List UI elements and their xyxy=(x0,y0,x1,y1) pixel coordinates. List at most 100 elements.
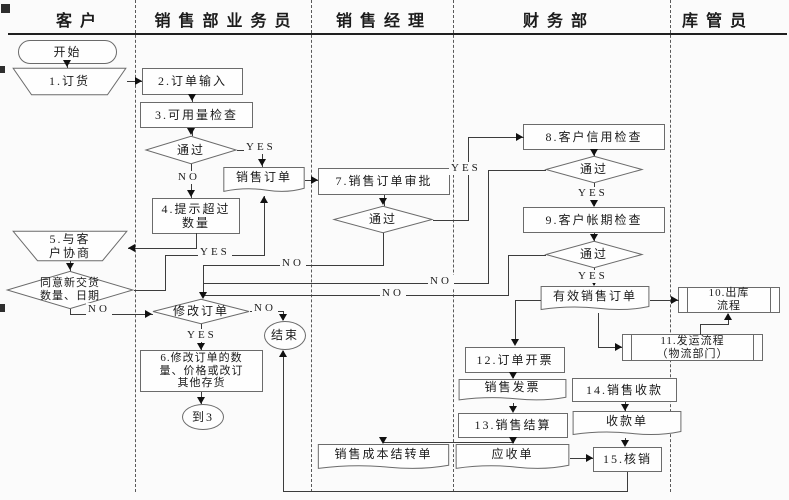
arrowhead xyxy=(197,397,205,404)
node-valid-order-doc: 有效销售订单 xyxy=(540,286,650,313)
scan-artifact xyxy=(0,66,5,73)
node-approval: 7.销售订单审批 xyxy=(318,168,450,195)
edge-label-no: NO xyxy=(380,287,406,300)
flow-line xyxy=(508,255,546,256)
node-receipt-doc: 收款单 xyxy=(572,411,682,438)
edge-label-yes: YES xyxy=(449,162,483,175)
edge-label-yes: YES xyxy=(244,141,278,154)
node-sales-order-doc: 销售订单 xyxy=(223,167,305,195)
node-ar-doc: 应收单 xyxy=(455,444,570,472)
diamond-shape xyxy=(545,156,643,183)
edge-label-yes: YES xyxy=(576,270,610,283)
node-modify-detail: 6.修改订单的数 量、价格或改订 其他存货 xyxy=(140,350,263,392)
arrowhead xyxy=(197,343,205,350)
node-over-qty: 4.提示超过 数量 xyxy=(152,198,240,234)
document-shape xyxy=(455,444,570,472)
flow-line xyxy=(433,220,469,221)
flow-line xyxy=(165,255,166,291)
trapezoid-shape xyxy=(12,231,128,261)
lane-header-finance: 财务部 xyxy=(522,13,595,30)
edge-label-yes: YES xyxy=(576,187,610,200)
flow-line xyxy=(700,324,729,325)
arrowhead xyxy=(379,198,387,205)
node-order-entry: 2.订单输入 xyxy=(142,68,243,95)
node-settlement: 13.销售结算 xyxy=(458,413,568,438)
arrowhead xyxy=(621,440,629,447)
node-order: 1.订货 xyxy=(12,68,127,95)
arrowhead xyxy=(590,234,598,241)
lane-header-customer: 客户 xyxy=(55,13,104,30)
arrowhead xyxy=(379,437,387,444)
arrowhead xyxy=(509,372,517,379)
flow-line xyxy=(264,196,265,256)
lane-header-sales-clerk: 销售部业务员 xyxy=(154,13,299,30)
edge-label-yes: YES xyxy=(185,329,219,342)
document-shape xyxy=(317,444,450,472)
diamond-shape xyxy=(545,241,643,268)
arrowhead xyxy=(128,244,135,252)
flow-line xyxy=(650,300,679,301)
flow-line xyxy=(627,472,628,491)
lane-divider xyxy=(453,0,454,492)
flow-line xyxy=(70,309,71,315)
flow-line xyxy=(598,313,599,347)
flow-line xyxy=(196,233,197,248)
arrowhead xyxy=(615,343,622,351)
node-negotiate: 5.与客 户协商 xyxy=(12,231,128,261)
lane-divider xyxy=(311,0,312,492)
arrowhead xyxy=(187,128,195,135)
document-shape xyxy=(223,167,305,195)
node-cost-doc: 销售成本结转单 xyxy=(317,444,450,472)
arrowhead xyxy=(187,190,195,197)
flow-line xyxy=(203,283,489,284)
diamond-shape xyxy=(145,136,237,164)
node-pass1-decision: 通过 xyxy=(145,136,237,164)
flow-line xyxy=(283,491,628,492)
arrowhead xyxy=(671,296,678,304)
flow-line xyxy=(700,324,701,335)
edge-label-yes: YES xyxy=(198,246,232,259)
lane-header-sales-manager: 销售经理 xyxy=(335,13,432,30)
arrowhead xyxy=(279,350,287,357)
flow-line xyxy=(598,347,622,348)
node-end: 结束 xyxy=(264,321,306,350)
node-agree-decision: 同意新交货 数量、日期 xyxy=(6,271,134,309)
flow-line xyxy=(508,255,509,296)
lane-divider xyxy=(135,0,136,492)
arrowhead xyxy=(509,437,517,444)
node-qty-check: 3.可用量检查 xyxy=(140,102,253,128)
arrowhead xyxy=(258,159,266,166)
lane-header-warehouse: 库管员 xyxy=(681,13,754,30)
node-invoicing: 12.订单开票 xyxy=(465,347,565,373)
flow-line xyxy=(468,137,469,221)
arrowhead xyxy=(511,339,519,346)
flow-line xyxy=(134,290,166,291)
document-shape xyxy=(540,286,650,313)
diamond-shape xyxy=(333,206,433,233)
node-invoice-doc: 销售发票 xyxy=(458,379,567,403)
arrowhead xyxy=(311,176,318,184)
arrowhead xyxy=(188,94,196,101)
edge-label-no: NO xyxy=(280,257,306,270)
arrowhead xyxy=(199,292,207,299)
arrowhead xyxy=(145,310,152,318)
flow-line xyxy=(383,233,384,265)
arrowhead xyxy=(135,77,142,85)
corner-artifact xyxy=(1,4,10,13)
flow-line xyxy=(468,137,524,138)
flow-line xyxy=(262,150,263,167)
arrowhead xyxy=(586,454,593,462)
diamond-shape xyxy=(152,299,250,324)
flow-line xyxy=(128,248,197,249)
edge-label-no: NO xyxy=(86,303,112,316)
node-pass3-decision: 通过 xyxy=(545,156,643,183)
flow-line xyxy=(203,295,509,296)
flow-line xyxy=(570,458,593,459)
node-pass4-decision: 通过 xyxy=(545,241,643,268)
arrowhead xyxy=(279,314,287,321)
node-modify-decision: 修改订单 xyxy=(152,299,250,324)
flow-line xyxy=(203,265,204,292)
flow-line xyxy=(127,81,142,82)
arrowhead xyxy=(590,149,598,156)
